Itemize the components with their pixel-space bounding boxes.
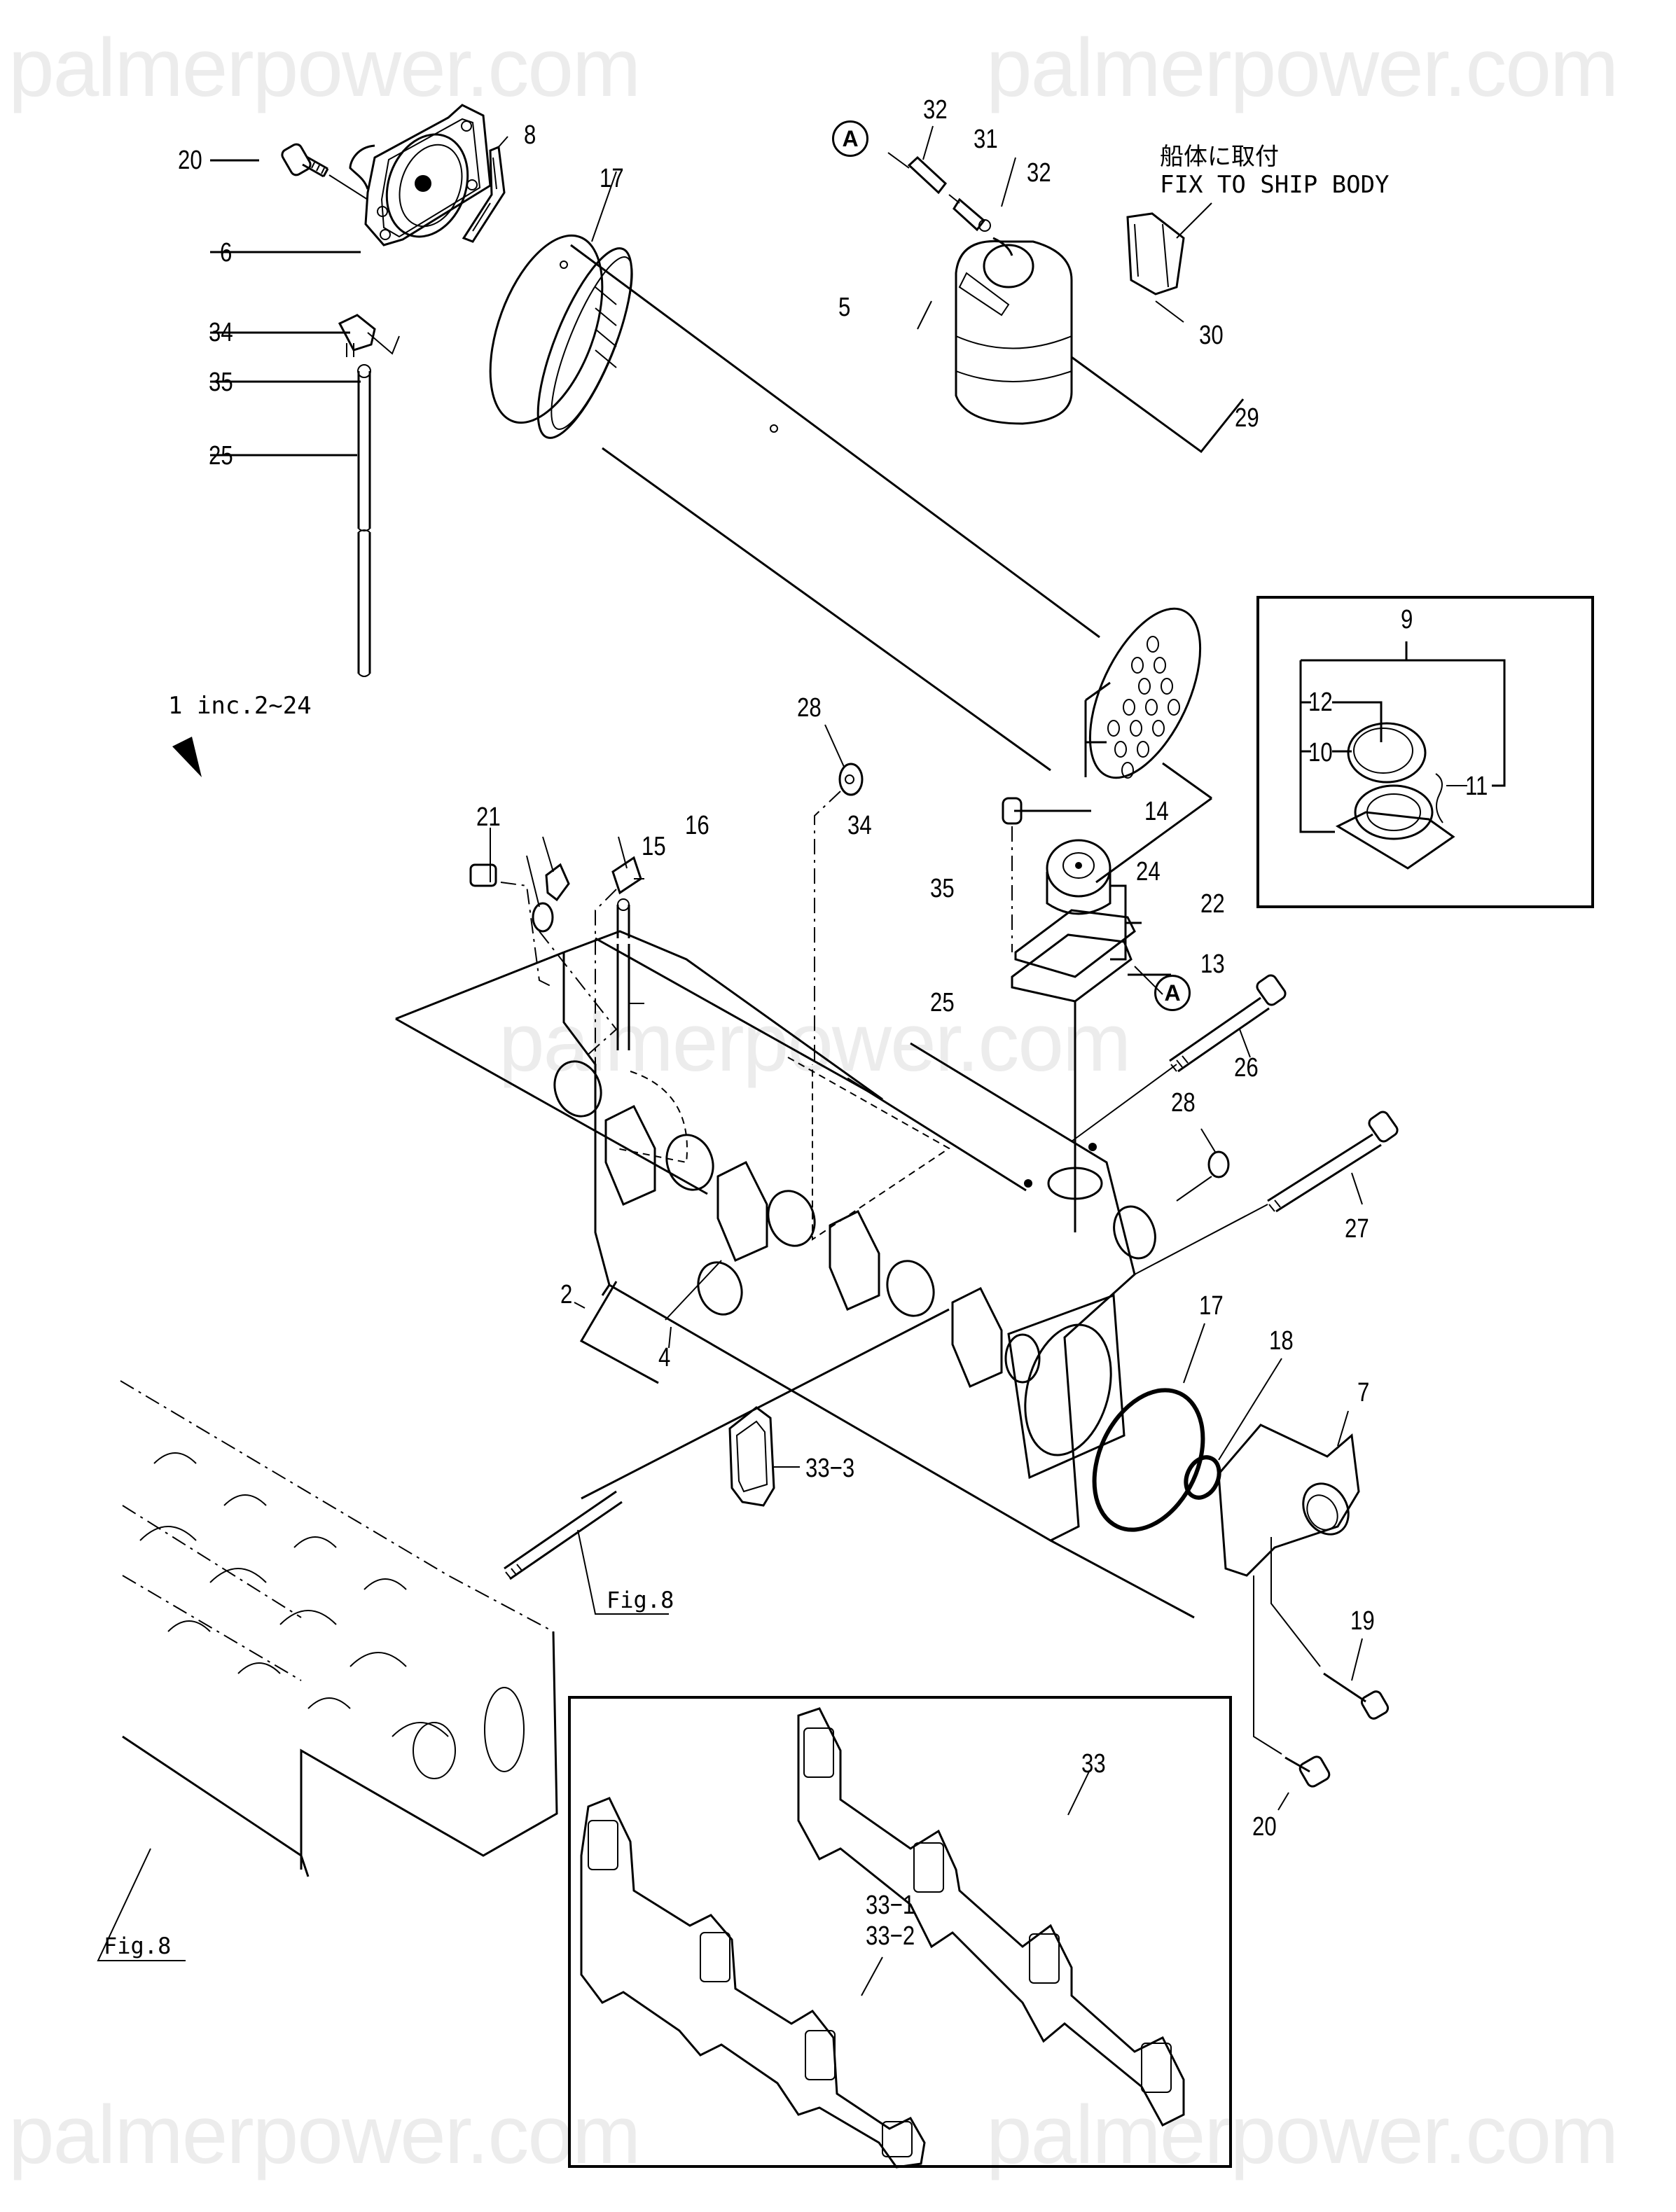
ref-marker-a-top: A [832,120,868,157]
cylinder-head-drawing [97,1380,558,1961]
callout-33-1: 33−1 [866,1891,915,1920]
ship-note-jp: 船体に取付 [1160,143,1279,171]
callout-17-mid: 17 [1199,1291,1224,1321]
exhaust-elbow-cover-drawing [210,104,508,677]
ref-marker-a-mid: A [1154,975,1191,1011]
callout-17-top: 17 [600,164,624,193]
callout-35-top: 35 [209,368,233,397]
callout-21: 21 [476,802,501,832]
callout-25-mid: 25 [930,988,955,1017]
callout-27: 27 [1345,1214,1369,1244]
callout-32-right: 32 [1027,158,1051,188]
manifold-body-drawing [395,930,1156,1542]
callout-16: 16 [685,811,709,840]
callout-20-top: 20 [178,146,202,175]
callout-29: 29 [1235,403,1259,433]
studs-drawing [1071,974,1399,1275]
callout-32-left: 32 [923,95,948,125]
muffler-outlet-holes [1107,636,1180,779]
callout-22: 22 [1200,889,1225,919]
callout-28-top: 28 [797,693,822,723]
callout-33-2: 33−2 [866,1921,915,1951]
thermostat-cover-drawing [1050,1323,1390,1811]
gasket-33-shape [797,1707,1185,2127]
callout-6: 6 [220,238,233,267]
callout-9: 9 [1401,605,1413,634]
callout-20-bottom: 20 [1252,1812,1277,1842]
bolt-20-drawing [281,143,368,200]
fig-ref-stud: Fig.8 [607,1587,674,1613]
callout-34-top: 34 [209,318,233,347]
callout-5: 5 [838,293,851,322]
callout-24: 24 [1136,857,1161,886]
callout-18: 18 [1269,1326,1294,1356]
callout-33: 33 [1081,1749,1106,1779]
watermark-top-left: palmerpower.com [8,22,641,114]
watermark-bottom-left: palmerpower.com [8,2089,641,2181]
watermark-bottom-right: palmerpower.com [986,2089,1619,2181]
callout-19: 19 [1350,1606,1375,1636]
callout-15: 15 [642,832,666,861]
callout-13: 13 [1200,950,1225,979]
gasket-set-inset [568,1696,1232,2169]
callout-14: 14 [1144,797,1169,826]
callout-7: 7 [1357,1378,1370,1407]
muffler-drawing [489,171,1212,884]
sub-tank-drawing [887,125,1245,454]
assembly-arrow-icon [172,737,202,777]
callout-11: 11 [1465,772,1488,801]
callout-8: 8 [524,120,536,150]
cap-assembly-inset [1256,596,1594,908]
watermark-center: palmerpower.com [499,996,1131,1089]
callout-10: 10 [1308,738,1333,767]
callout-28-right: 28 [1171,1088,1196,1118]
fig-ref-head: Fig.8 [104,1933,172,1959]
ship-note-en: FIX TO SHIP BODY [1160,171,1390,199]
callout-12: 12 [1308,688,1333,717]
callout-4: 4 [658,1343,671,1372]
gasket-33-3-drawing [504,1308,950,1615]
gasket-33-1-shape [580,1797,926,2169]
callout-31: 31 [974,125,998,154]
callout-26: 26 [1234,1053,1259,1083]
assembly-note: 1 inc.2∼24 [168,692,312,720]
callout-25-top: 25 [209,441,233,471]
callout-34-mid: 34 [847,811,872,840]
middle-fittings-drawing [469,724,1171,1232]
watermark-top-right: palmerpower.com [986,22,1619,114]
callout-33-3: 33−3 [805,1454,855,1483]
callout-35-mid: 35 [930,874,955,903]
callout-2: 2 [560,1280,573,1309]
callout-30: 30 [1199,321,1224,350]
